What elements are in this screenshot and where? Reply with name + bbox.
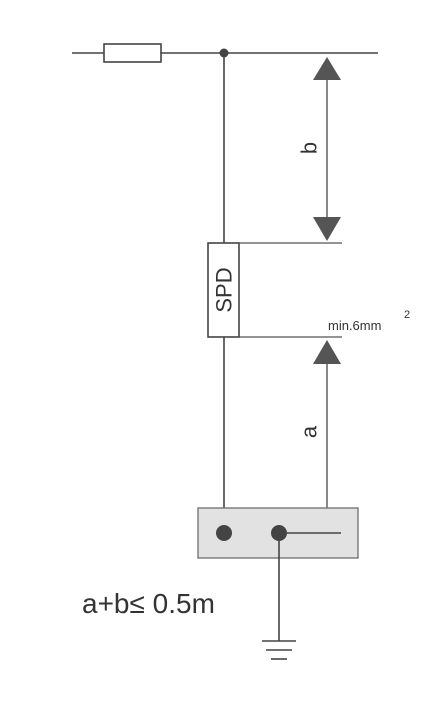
arrowhead-b-down: [313, 217, 341, 241]
dimension-a-label: a: [297, 425, 322, 438]
spd-box: [207, 242, 240, 338]
ground-symbol-icon: [262, 640, 296, 660]
arrowhead-a-up: [313, 340, 341, 364]
terminal-dot-left: [216, 525, 232, 541]
wire-spec-label: min.6mm: [328, 318, 381, 333]
fuse-icon: [103, 43, 162, 63]
arrowhead-b-up: [313, 57, 341, 80]
dimension-b-label: b: [297, 142, 322, 154]
length-formula: a+b≤ 0.5m: [82, 588, 215, 619]
wire-spec-exponent: 2: [404, 309, 410, 321]
spd-label: SPD: [212, 267, 237, 312]
